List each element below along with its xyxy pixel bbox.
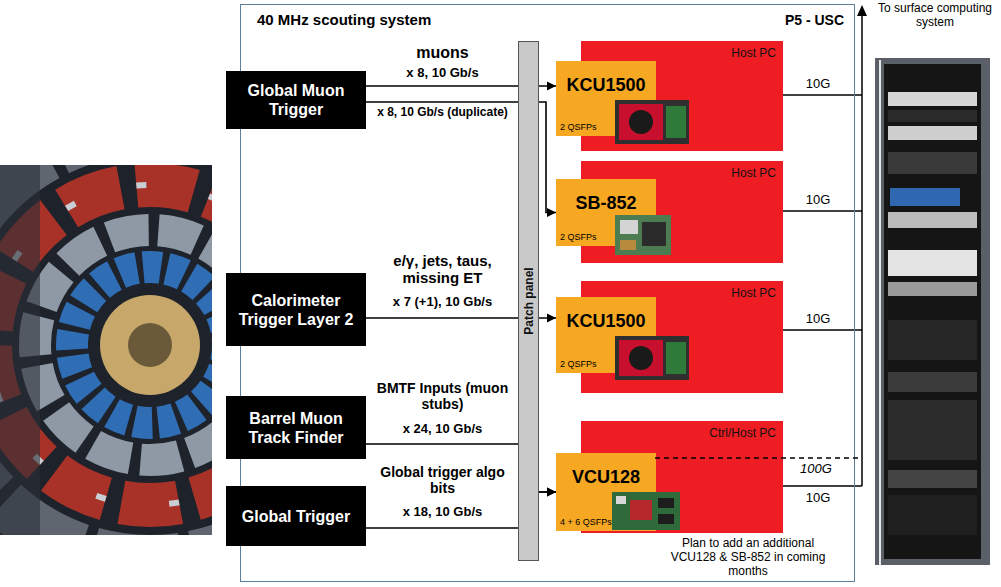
- link-speed: 10G: [798, 77, 838, 92]
- rack-server: [888, 250, 977, 276]
- detector-photo: [0, 165, 212, 535]
- signal-category: e/γ, jets, taus, missing ET: [370, 252, 515, 287]
- detector-ring: [72, 267, 212, 423]
- edge-label: x 8, 10 Gb/s: [370, 66, 515, 81]
- trigger-box: Global Muon Trigger: [226, 71, 366, 129]
- rack-inside: [884, 64, 981, 559]
- arrowhead: [547, 82, 556, 91]
- uplink-arrowhead: [857, 5, 867, 16]
- signal-category: Global trigger algo bits: [370, 464, 515, 496]
- photo-shade: [0, 165, 40, 535]
- qsfp-count: 2 QSFPs: [560, 359, 597, 370]
- arrowhead: [547, 488, 556, 497]
- uplink-wire: [782, 485, 862, 487]
- qsfp-count: 4 + 6 QSFPs: [560, 517, 612, 528]
- fpga-board-box: VCU128 4 + 6 QSFPs: [556, 453, 656, 531]
- trigger-box: Global Trigger: [226, 486, 366, 546]
- uplink-wire: [782, 329, 862, 331]
- detector-ring: [35, 230, 212, 460]
- rack-server: [888, 282, 977, 296]
- rack-server: [888, 92, 977, 106]
- rack-server: [888, 400, 977, 460]
- rack-server: [888, 212, 977, 228]
- box-label: Global Muon Trigger: [234, 81, 358, 119]
- destination-note: To surface computing system: [872, 2, 998, 30]
- arrowhead: [547, 208, 556, 217]
- box-label: Global Trigger: [242, 507, 350, 526]
- signal-category: BMTF Inputs (muon stubs): [370, 380, 515, 412]
- trigger-box: Calorimeter Trigger Layer 2: [226, 273, 366, 346]
- rack-server: [890, 188, 960, 206]
- location-label: P5 - USC: [785, 11, 844, 29]
- qsfp-count: 2 QSFPs: [560, 232, 597, 243]
- detector-ring: [0, 165, 212, 535]
- board-name: KCU1500: [566, 75, 645, 95]
- rack-server: [888, 320, 977, 360]
- detector-core: [128, 323, 172, 367]
- patch-panel: Patch panel: [518, 41, 539, 561]
- arrowhead: [547, 488, 556, 497]
- host-label: Host PC: [731, 46, 776, 60]
- host-pc-box: Host PCSB-8522 QSFPs: [581, 161, 783, 263]
- host-pc-box: Host PCKCU15002 QSFPs: [581, 41, 783, 151]
- edge-label: x 8, 10 Gb/s (duplicate): [370, 106, 515, 120]
- fpga-board-box: SB-852 2 QSFPs: [556, 179, 656, 246]
- uplink-wire: [782, 94, 862, 96]
- rack-server: [888, 126, 977, 140]
- rack-server: [888, 372, 977, 392]
- qsfp-count: 2 QSFPs: [560, 122, 597, 133]
- rack-server: [888, 152, 977, 174]
- uplink-trunk: [861, 15, 863, 486]
- trigger-box: Barrel Muon Track Finder: [226, 396, 366, 459]
- host-label: Host PC: [731, 286, 776, 300]
- panel-label: Patch panel: [522, 267, 536, 334]
- fpga-board-box: KCU1500 2 QSFPs: [556, 61, 656, 136]
- edge-label: x 7 (+1), 10 Gb/s: [370, 295, 515, 310]
- uplink-wires: [782, 15, 862, 486]
- rack-server: [888, 470, 977, 488]
- host-pc-box: Ctrl/Host PCVCU1284 + 6 QSFPs: [581, 421, 783, 533]
- link-speed: 10G: [798, 312, 838, 327]
- link-speed: 10G: [798, 491, 838, 506]
- detector-core: [100, 295, 200, 395]
- box-label: Calorimeter Trigger Layer 2: [234, 291, 358, 329]
- uplink-wire: [782, 210, 862, 212]
- system-frame: 40 MHz scouting systemP5 - USCGlobal Muo…: [240, 4, 855, 582]
- host-label: Ctrl/Host PC: [709, 426, 776, 440]
- board-name: VCU128: [572, 467, 640, 487]
- host-pc-box: Host PCKCU15002 QSFPs: [581, 281, 783, 393]
- fpga-board-box: KCU1500 2 QSFPs: [556, 297, 656, 373]
- edge-label: x 24, 10 Gb/s: [370, 422, 515, 437]
- host-label: Host PC: [731, 166, 776, 180]
- plan-note: Plan to add an additional VCU128 & SB-85…: [668, 537, 828, 578]
- rack-server: [888, 110, 977, 122]
- box-label: Barrel Muon Track Finder: [234, 409, 358, 447]
- rack-frame: [875, 58, 990, 565]
- frame-title: 40 MHz scouting system: [257, 11, 431, 29]
- signal-category: muons: [370, 44, 515, 62]
- link-speed: 10G: [798, 193, 838, 208]
- board-name: KCU1500: [566, 311, 645, 331]
- board-name: SB-852: [575, 193, 636, 213]
- rack-photo: [875, 58, 990, 565]
- edge-label: x 18, 10 Gb/s: [370, 505, 515, 520]
- link-speed: 100G: [793, 462, 839, 477]
- arrowhead: [547, 314, 556, 323]
- rack-server: [888, 495, 977, 535]
- rack-cable: [879, 60, 881, 565]
